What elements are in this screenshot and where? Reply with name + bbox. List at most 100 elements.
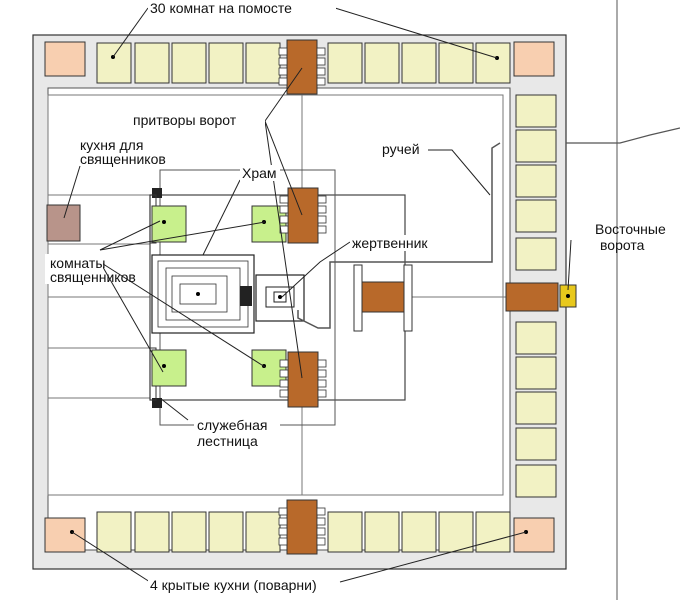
gate-chamber (278, 77, 288, 86)
gate-chamber (278, 517, 288, 526)
gate-chamber (278, 527, 288, 536)
label-priests-kitchen-line1: кухня для (80, 137, 143, 153)
gate-chamber (278, 67, 288, 76)
pavement-room (208, 42, 244, 84)
pavement-room (515, 356, 557, 390)
pavement-room (438, 511, 474, 553)
gate-chamber (278, 537, 288, 546)
inner-north-gate (287, 187, 319, 244)
temple-holy-place (171, 275, 228, 313)
pavement-rooms (96, 42, 557, 553)
gate-chamber (316, 77, 326, 86)
label-east-gate-line2: ворота (600, 237, 645, 253)
gate-chamber (279, 389, 289, 398)
east-gate (505, 282, 559, 312)
pavement-room (171, 511, 207, 553)
gate-chamber (316, 57, 326, 66)
pavement-room (245, 42, 281, 84)
pavement-room (515, 129, 557, 163)
gate-chamber (317, 359, 327, 368)
gate-chamber (317, 225, 327, 234)
gate-chamber (316, 507, 326, 516)
gate-chamber (279, 379, 289, 388)
labels: 30 комнат на помосте притворы ворот кухн… (45, 0, 666, 594)
room-marker (162, 220, 166, 224)
leader-lines (63, 7, 572, 583)
gate-chamber (316, 527, 326, 536)
gate-chamber (316, 67, 326, 76)
pavement-room (475, 511, 511, 553)
temple-marker (196, 292, 200, 296)
label-priest-rooms-line2: священников (50, 269, 136, 285)
pavement-room (245, 511, 281, 553)
pavement-room (364, 42, 400, 84)
pavement-room (515, 164, 557, 198)
gate-chamber (317, 389, 327, 398)
gates (278, 39, 559, 555)
pavement-room (208, 511, 244, 553)
pavement-room (515, 391, 557, 425)
altar-marker (278, 295, 282, 299)
pavement-room (364, 511, 400, 553)
pavement-room (134, 511, 170, 553)
inner-east-gate-bar-right (403, 264, 413, 332)
priests-kitchen (46, 204, 81, 242)
pavement-room (134, 42, 170, 84)
gate-chamber (317, 379, 327, 388)
gate-chamber (278, 47, 288, 56)
label-priests-kitchen-line2: священников (80, 151, 166, 167)
altar (255, 274, 305, 322)
gate-chamber (317, 369, 327, 378)
pavement-room (401, 511, 437, 553)
pavement-room (475, 42, 511, 84)
corner-kitchen (513, 41, 555, 77)
gate-chamber (316, 537, 326, 546)
pavement-room (327, 511, 363, 553)
gate-chamber (279, 369, 289, 378)
service-stair-south (152, 398, 162, 408)
east-gate-marker-dot (566, 294, 570, 298)
corner-kitchen (513, 517, 555, 553)
inner-south-gate (287, 351, 319, 408)
gate-chamber (317, 205, 327, 214)
pavement-room (171, 42, 207, 84)
priest-room (151, 349, 187, 387)
gate-chamber (278, 507, 288, 516)
pavement-room (515, 94, 557, 128)
corner-kitchen (44, 517, 86, 553)
corner-kitchens (44, 41, 555, 553)
gate-chamber (317, 195, 327, 204)
gate-chamber (316, 517, 326, 526)
pavement-room (438, 42, 474, 84)
label-priest-rooms-line1: комнаты (50, 255, 105, 271)
pavement-room (515, 199, 557, 233)
service-stair-north (152, 188, 162, 198)
pavement-room (401, 42, 437, 84)
altar-top (273, 291, 287, 303)
temple (151, 254, 255, 334)
temple-porch (240, 286, 252, 306)
pavement-band (47, 94, 504, 496)
pavement-room (515, 464, 557, 498)
gate-chamber (317, 215, 327, 224)
label-altar: жертвенник (352, 235, 428, 251)
corner-kitchen (44, 41, 86, 77)
label-gate-porches: притворы ворот (133, 112, 237, 128)
inner-east-gate-bar-left (353, 264, 363, 332)
label-east-gate-line1: Восточные (595, 221, 666, 237)
gate-chamber (316, 47, 326, 56)
north-gate (286, 39, 318, 95)
gate-chamber (279, 195, 289, 204)
inner-east-gate (357, 281, 411, 313)
pavement-room (515, 237, 557, 271)
stream-outflow (566, 127, 680, 144)
pavement-room (96, 511, 132, 553)
pavement-room (515, 427, 557, 461)
gate-chamber (278, 57, 288, 66)
stream (297, 142, 501, 329)
label-temple: Храм (242, 165, 277, 181)
pavement-room (515, 321, 557, 355)
label-stream: ручей (382, 141, 420, 157)
label-service-stair-line1: служебная (197, 417, 267, 433)
